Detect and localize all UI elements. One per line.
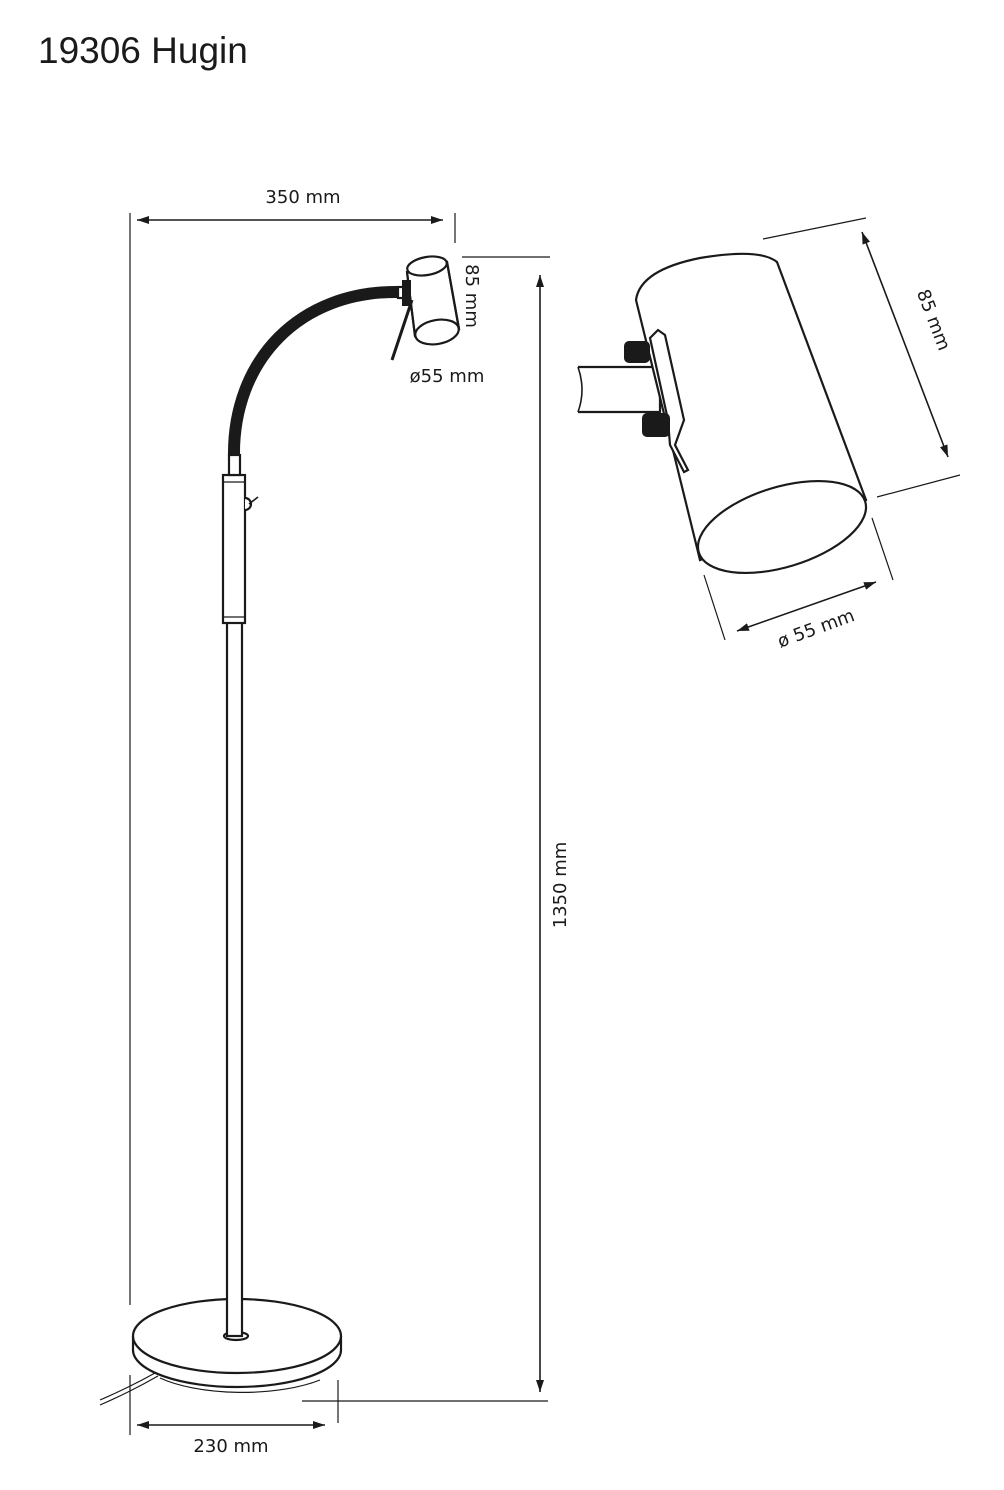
floor-lamp-drawing: 350 mm 1350 mm 230 mm (99, 187, 571, 1457)
gooseneck-arm (227, 285, 401, 459)
height-label: 1350 mm (550, 842, 571, 929)
arm-tube (578, 365, 662, 414)
detail-diameter-arrow (736, 581, 877, 632)
clamp-screw-icon (624, 341, 650, 363)
power-cable (99, 1375, 159, 1406)
shade-height-label: 85 mm (461, 264, 482, 328)
switch-housing (221, 473, 247, 625)
lamp-shade (390, 255, 461, 361)
switch-icon (244, 496, 253, 512)
shade-diameter-label: ø55 mm (410, 366, 485, 387)
clamp-screw-icon (642, 413, 670, 437)
shade-opening (696, 479, 868, 575)
detail-height-label: 85 mm (912, 287, 954, 354)
product-title: 19306 Hugin (38, 30, 248, 71)
detail-diameter-label: ø 55 mm (775, 605, 858, 652)
gooseneck-collar (227, 453, 242, 477)
detail-height-arrow (861, 231, 949, 458)
width-label: 350 mm (265, 187, 340, 208)
lamp-pole (225, 618, 244, 1338)
lamp-base (99, 1297, 343, 1406)
base-diameter-label: 230 mm (193, 1436, 268, 1457)
shade-detail-drawing: 85 mm ø 55 mm (577, 217, 961, 652)
